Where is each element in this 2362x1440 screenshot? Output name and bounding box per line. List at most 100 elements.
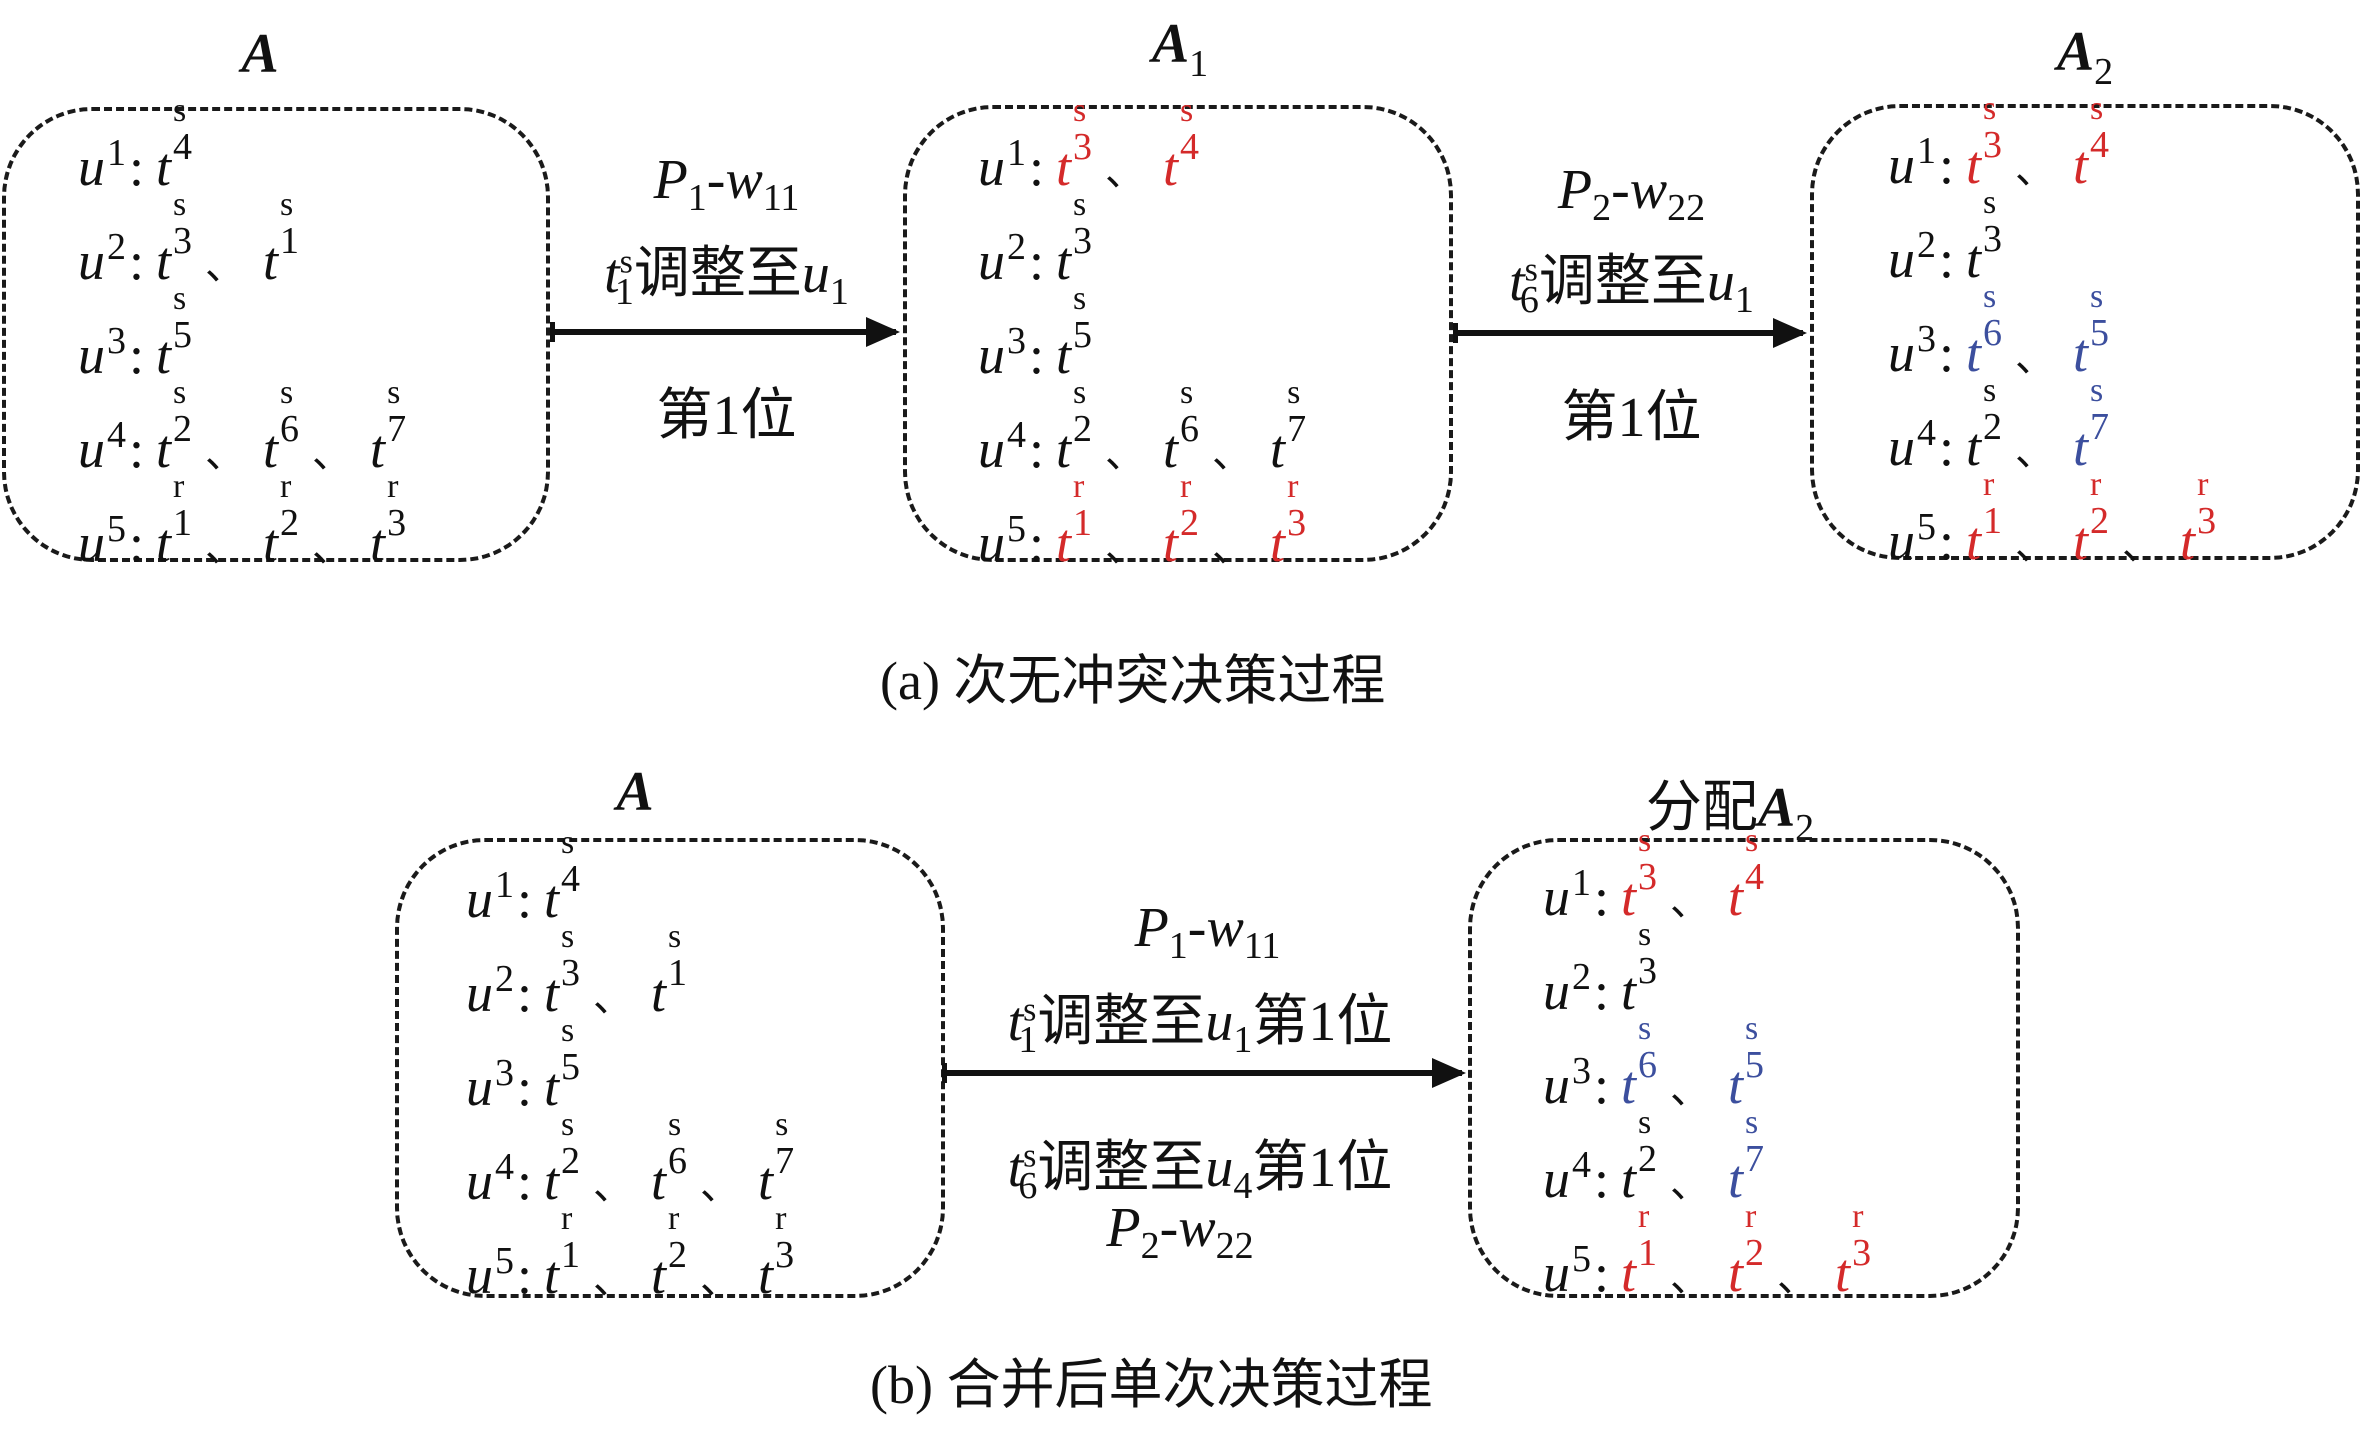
- user-index: 2: [495, 958, 514, 1000]
- colon: :: [1939, 135, 1955, 195]
- user-index: 2: [1572, 956, 1591, 998]
- task-type: s: [561, 824, 575, 861]
- task-symbol: t: [544, 869, 560, 929]
- user-symbol: u: [978, 325, 1005, 385]
- separator: 、: [593, 1257, 634, 1302]
- allocation-box-a: [2, 107, 550, 562]
- user-index: 1: [1572, 862, 1591, 904]
- user-symbol: u: [78, 513, 105, 573]
- task-index: 3: [1983, 124, 2003, 166]
- task-type: s: [1983, 90, 1997, 127]
- task-symbol: t: [1056, 513, 1072, 573]
- task-index: 2: [1638, 1138, 1658, 1180]
- task-type: s: [1983, 372, 1997, 409]
- task-index: 2: [1073, 408, 1093, 450]
- task-index: 2: [173, 408, 193, 450]
- task-index: 3: [1073, 126, 1093, 168]
- user-index: 1: [1007, 132, 1026, 174]
- task-symbol: t: [2180, 511, 2196, 571]
- task-index: 3: [1983, 218, 2003, 260]
- task-type: s: [280, 186, 294, 223]
- colon: :: [1939, 417, 1955, 477]
- user-symbol: u: [466, 869, 493, 929]
- task-type: s: [173, 374, 187, 411]
- task-type: s: [1638, 822, 1652, 859]
- task-type: r: [1745, 1198, 1757, 1235]
- task-type: s: [1983, 278, 1997, 315]
- task-index: 2: [1180, 502, 1200, 544]
- allocation-box-a2: [1468, 838, 2020, 1298]
- arrow-a1: [552, 317, 900, 347]
- task-symbol: t: [1728, 867, 1744, 927]
- task-symbol: t: [1621, 961, 1637, 1021]
- user-symbol: u: [978, 513, 1005, 573]
- colon: :: [517, 1151, 533, 1211]
- task-index: 1: [668, 952, 688, 994]
- task-symbol: t: [1621, 867, 1637, 927]
- separator: 、: [2015, 335, 2056, 380]
- task-symbol: t: [544, 1151, 560, 1211]
- separator: 、: [2015, 429, 2056, 474]
- user-symbol: u: [1543, 1243, 1570, 1303]
- user-index: 5: [495, 1240, 514, 1282]
- caption-b: (b) 合并后单次决策过程: [870, 1355, 1433, 1415]
- task-type: r: [1638, 1198, 1650, 1235]
- task-symbol: t: [1966, 135, 1982, 195]
- user-index: 3: [1007, 320, 1026, 362]
- user-symbol: u: [466, 1151, 493, 1211]
- user-index: 2: [1917, 224, 1936, 266]
- user-symbol: u: [1888, 511, 1915, 571]
- user-index: 3: [1917, 318, 1936, 360]
- task-symbol: t: [370, 513, 386, 573]
- user-symbol: u: [466, 1057, 493, 1117]
- user-index: 4: [107, 414, 126, 456]
- task-type: r: [1287, 468, 1299, 505]
- arrow-label-adjust-u4: ts6调整至u4第1位: [1007, 1137, 1393, 1208]
- task-symbol: t: [651, 1245, 667, 1305]
- user-symbol: u: [78, 137, 105, 197]
- task-symbol: t: [263, 513, 279, 573]
- task-index: 5: [1073, 314, 1093, 356]
- task-symbol: t: [1966, 511, 1982, 571]
- task-symbol: t: [263, 231, 279, 291]
- task-symbol: t: [263, 419, 279, 479]
- task-symbol: t: [1056, 231, 1072, 291]
- task-type: s: [173, 280, 187, 317]
- task-index: 3: [1287, 502, 1307, 544]
- colon: :: [517, 1057, 533, 1117]
- colon: :: [129, 325, 145, 385]
- box-title-allocation-a2: 分配A2: [1645, 777, 1815, 849]
- task-type: s: [775, 1106, 789, 1143]
- task-symbol: t: [1270, 419, 1286, 479]
- user-symbol: u: [978, 231, 1005, 291]
- user-symbol: u: [1888, 417, 1915, 477]
- task-symbol: t: [156, 513, 172, 573]
- caption-a: (a) 次无冲突决策过程: [880, 651, 1386, 711]
- user-index: 3: [1572, 1050, 1591, 1092]
- separator: 、: [1105, 431, 1146, 476]
- task-symbol: t: [2073, 417, 2089, 477]
- user-index: 4: [1572, 1144, 1591, 1186]
- task-symbol: t: [544, 1057, 560, 1117]
- user-index: 1: [495, 864, 514, 906]
- task-symbol: t: [1621, 1149, 1637, 1209]
- task-type: s: [2090, 90, 2104, 127]
- colon: :: [1939, 511, 1955, 571]
- task-symbol: t: [1835, 1243, 1851, 1303]
- task-type: s: [1073, 92, 1087, 129]
- task-index: 7: [387, 408, 407, 450]
- task-type: s: [1073, 374, 1087, 411]
- task-symbol: t: [1056, 325, 1072, 385]
- task-index: 2: [2090, 500, 2110, 542]
- task-index: 1: [280, 220, 300, 262]
